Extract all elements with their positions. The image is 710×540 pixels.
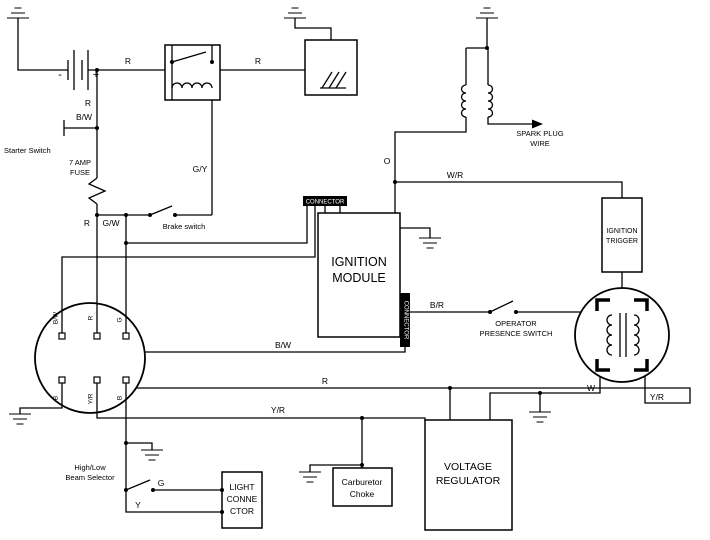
brake-switch-icon (148, 205, 177, 217)
wire-beam-ground-branch (126, 442, 153, 450)
wire-w-magneto-to-regulator (489, 376, 601, 420)
wire-label-r: R (255, 56, 261, 66)
ignition-trigger-title: IGNITION (606, 228, 637, 235)
junction-dots (95, 46, 542, 514)
ignition-module-title: MODULE (332, 271, 385, 285)
terminal-label: Y/R (88, 393, 95, 404)
battery-plus-label: + (93, 69, 99, 81)
operator-presence-label: PRESENCE SWITCH (480, 329, 553, 338)
wire-to-module-connector-b (61, 206, 316, 333)
beam-selector-switch-icon (124, 479, 155, 492)
ignition-trigger-title: TRIGGER (606, 238, 638, 245)
spark-arrow-icon (532, 119, 543, 129)
key-switch-terminals (58, 332, 130, 384)
magneto-pole-brackets (595, 298, 649, 372)
terminal-label: B (53, 396, 60, 400)
wire-label-o: O (384, 156, 391, 166)
carburetor-choke-box: Carburetor Choke (332, 467, 393, 507)
wire-labels: R R R B/W G/Y R G/W O W/R B/R B/W R Y/R … (76, 56, 664, 510)
wire-ground-to-battery (17, 18, 68, 71)
wire-beam-selector-vertical (125, 383, 222, 513)
ground-icon (8, 413, 32, 425)
starter-motor-box (304, 39, 358, 96)
wire-label-yr: Y/R (271, 405, 285, 415)
wire-label-r: R (85, 98, 91, 108)
wire-label-y: Y (135, 500, 141, 510)
relay-coil-icon (171, 82, 213, 89)
light-connector-title: CONNE (227, 494, 258, 504)
connector-label: CONNECTOR (403, 301, 409, 340)
wire-label-r: R (322, 376, 328, 386)
ground-icon (400, 227, 442, 249)
connector-strip-top: CONNECTOR (303, 196, 347, 206)
wire-label-gw: G/W (103, 218, 120, 228)
ground-icon (528, 393, 552, 423)
wire-label-g: G (158, 478, 165, 488)
terminal-label: G (117, 317, 124, 322)
voltage-regulator-title: REGULATOR (436, 475, 501, 487)
fuse-label: FUSE (70, 168, 90, 177)
starter-switch-label: Starter Switch (4, 146, 51, 155)
magneto (574, 287, 670, 383)
fuse-icon (87, 177, 107, 205)
ignition-coil-icon (460, 47, 532, 125)
ground-icon (6, 7, 30, 19)
starter-relay-internals (171, 45, 213, 100)
key-switch: B/W R G B Y/R B (34, 302, 146, 414)
voltage-regulator-box: VOLTAGE REGULATOR (424, 419, 513, 531)
operator-presence-switch-icon (488, 300, 518, 314)
wire-label-r: R (84, 218, 90, 228)
wire-label-r: R (125, 56, 131, 66)
ignition-trigger-box: IGNITION TRIGGER (601, 197, 643, 273)
magneto-coil-icon (606, 313, 640, 357)
starter-motor-brush-icon (320, 71, 347, 89)
relay-contact-blade (171, 51, 207, 63)
spark-plug-wire-label: SPARK PLUG (516, 129, 564, 138)
ground-icon (283, 7, 332, 40)
wire-to-module-connector-a (126, 206, 308, 244)
terminal-label: B/W (53, 311, 60, 324)
ignition-module-title: IGNITION (331, 255, 387, 269)
beam-selector-label: Beam Selector (65, 473, 115, 482)
wire-label-wr: W/R (447, 170, 464, 180)
wire-label-w: W (587, 383, 595, 393)
terminal-label: B (117, 396, 124, 400)
battery-minus-label: - (58, 69, 62, 81)
beam-selector-label: High/Low (74, 463, 106, 472)
wire-keyswitch-to-ground (19, 383, 63, 414)
wire-r-bus (136, 376, 691, 404)
spark-plug-wire-label: WIRE (530, 139, 550, 148)
ground-symbols (6, 7, 552, 483)
carburetor-choke-title: Carburetor (342, 477, 383, 487)
terminal-label: R (88, 315, 95, 320)
ground-icon (140, 449, 164, 461)
wire-bw-mid (145, 347, 406, 353)
connector-strip-side: CONNECTOR (400, 293, 410, 347)
wire-label-gy: G/Y (193, 164, 208, 174)
wire-yr-bus (96, 383, 426, 421)
ground-icon (298, 464, 362, 483)
spark-plug-wire (487, 117, 532, 125)
wire-label-br: B/R (430, 300, 444, 310)
voltage-regulator-title: VOLTAGE (444, 461, 492, 473)
wire-label-bw: B/W (275, 340, 291, 350)
wire-o-coil-to-module (394, 117, 467, 213)
wire-label-yr: Y/R (650, 392, 664, 402)
wire-wr-to-trigger (395, 181, 623, 198)
fuse-label: 7 AMP (69, 158, 91, 167)
operator-presence-label: OPERATOR (495, 319, 537, 328)
ground-icon (475, 7, 499, 48)
ignition-module-box: IGNITION MODULE (317, 212, 401, 338)
carburetor-choke-title: Choke (350, 489, 375, 499)
wire-label-bw: B/W (76, 112, 92, 122)
light-connector-title: CTOR (230, 506, 254, 516)
brake-switch-label: Brake switch (163, 222, 206, 231)
starter-relay-box (164, 44, 221, 101)
battery-icon (67, 50, 89, 90)
light-connector-title: LIGHT (229, 482, 254, 492)
connector-label: CONNECTOR (306, 200, 345, 206)
light-connector-box: LIGHT CONNE CTOR (221, 471, 263, 529)
